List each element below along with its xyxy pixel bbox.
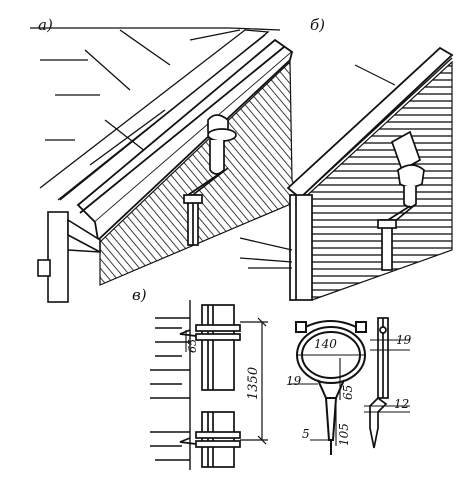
dimension-lines-right [290,339,410,446]
pilaster [289,194,313,301]
base-ledge [239,237,293,269]
downpipe-b [377,130,425,271]
dim-140: 140 [314,337,337,351]
dim-19-left: 19 [286,374,302,388]
panel-v-fixing-details: в) [132,286,412,470]
facade-wall-b-hatch [299,60,453,301]
dim-5: 5 [302,427,310,441]
pipe-elevation [179,304,241,468]
dim-65-hook: 65 [341,385,355,400]
wall-brick-stubs [150,300,191,470]
dim-105: 105 [337,423,351,446]
dim-65-wall: 65 [186,339,199,353]
panel-v-label: в) [132,286,147,304]
dimension-clamp-spacing [240,317,268,445]
dim-12: 12 [394,397,409,411]
dim-1350: 1350 [246,367,261,400]
downpipe-a [183,114,237,246]
dim-19-right: 19 [396,333,412,347]
panel-a-label: а) [38,16,53,34]
panel-a-roof-gutter: а) [30,16,301,303]
clamp-side-profile [369,317,389,449]
panel-b-label: б) [310,16,325,34]
eave-gutter [76,38,294,242]
roof-slope [30,27,281,201]
panel-b-parapet-gutter: б) [239,16,454,301]
eave-bracket [37,211,101,303]
roof-edge-line [354,64,396,86]
